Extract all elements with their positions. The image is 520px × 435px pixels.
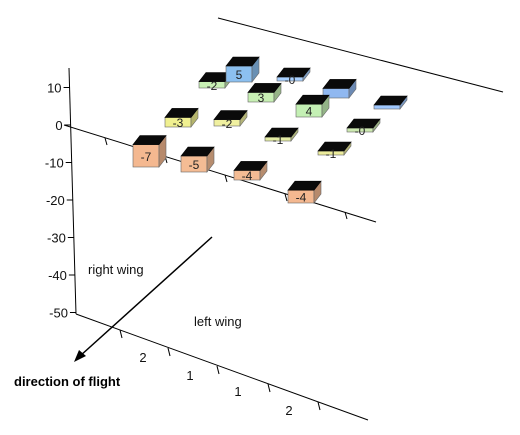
zero-line-tick bbox=[344, 211, 348, 220]
bar: -0 bbox=[346, 118, 381, 138]
z-axis-line bbox=[68, 67, 77, 315]
annotation-right-wing: right wing bbox=[88, 262, 144, 277]
bar-value-label: 4 bbox=[306, 105, 313, 119]
bar-top-face bbox=[346, 118, 381, 129]
back-wall-top-line bbox=[217, 17, 504, 93]
direction-arrow-head bbox=[74, 350, 86, 362]
bar bbox=[373, 95, 408, 110]
bar: -0 bbox=[276, 67, 311, 87]
bar-top-face bbox=[287, 180, 322, 191]
bar: 5 bbox=[225, 56, 260, 83]
bar-top-face bbox=[164, 108, 199, 118]
floor-tick bbox=[216, 365, 220, 375]
z-tick-label: -10 bbox=[45, 156, 64, 171]
floor-tick bbox=[119, 329, 123, 339]
bar-top-face bbox=[213, 110, 248, 120]
bar-value-label: -3 bbox=[173, 116, 184, 130]
bar-top-face bbox=[276, 67, 311, 78]
bar: -1 bbox=[317, 141, 352, 161]
bar-value-label: -4 bbox=[296, 191, 307, 205]
floor-tick bbox=[317, 401, 321, 411]
bar-top-face bbox=[373, 95, 408, 106]
bar-value-label: -1 bbox=[326, 147, 337, 161]
bar: -2 bbox=[213, 109, 248, 131]
floor-tick bbox=[167, 347, 171, 357]
bar-top-face bbox=[247, 83, 282, 93]
bar-value-label: -0 bbox=[355, 124, 366, 138]
bar-top-face bbox=[132, 135, 167, 145]
bar-top-face bbox=[322, 79, 357, 89]
bar: -4 bbox=[233, 160, 268, 183]
bar-value-label: -1 bbox=[273, 133, 284, 147]
floor-tick-label: 1 bbox=[234, 384, 241, 399]
bar-value-label: -4 bbox=[242, 169, 253, 183]
annotation-direction-of-flight: direction of flight bbox=[14, 374, 121, 389]
bar-value-label: -2 bbox=[222, 117, 233, 131]
zero-line-tick bbox=[224, 174, 228, 183]
floor-tick-label: 1 bbox=[186, 368, 193, 383]
bar-top-face bbox=[233, 161, 268, 171]
direction-arrow-shaft bbox=[79, 236, 213, 357]
bar: -1 bbox=[264, 127, 299, 147]
z-tick-label: -30 bbox=[47, 231, 66, 246]
z-tick-label: -40 bbox=[48, 268, 67, 283]
z-tick-label: -20 bbox=[46, 193, 65, 208]
bar: 4 bbox=[295, 94, 330, 119]
zero-line-tick bbox=[104, 137, 108, 146]
bar: -7 bbox=[132, 134, 167, 168]
bar-top-face bbox=[317, 141, 352, 152]
bar-value-label: 5 bbox=[236, 68, 243, 82]
bar: -5 bbox=[180, 146, 215, 173]
floor-tick bbox=[267, 383, 271, 393]
floor-tick-label: 2 bbox=[285, 403, 292, 418]
bar: 3 bbox=[247, 82, 282, 105]
bar: -4 bbox=[287, 180, 322, 205]
bar: -3 bbox=[164, 107, 199, 130]
zero-line-tick bbox=[284, 193, 288, 202]
bar-top-face bbox=[225, 56, 260, 67]
z-tick-label: -50 bbox=[49, 306, 68, 321]
annotation-left-wing: left wing bbox=[194, 314, 242, 329]
z-tick-label: 10 bbox=[47, 81, 61, 96]
bar-value-label: -0 bbox=[285, 73, 296, 87]
floor-front-line bbox=[75, 313, 369, 421]
bar-value-label: -7 bbox=[141, 150, 152, 164]
bar-value-label: -5 bbox=[189, 158, 200, 172]
bar-top-face bbox=[295, 94, 330, 105]
floor-tick-label: 2 bbox=[139, 350, 146, 365]
bar bbox=[322, 78, 357, 99]
z-tick-label: 0 bbox=[55, 118, 62, 133]
bar-value-label: 3 bbox=[258, 91, 265, 105]
bar-top-face bbox=[264, 127, 299, 138]
zero-plane-front-line bbox=[63, 124, 377, 223]
bar-top-face bbox=[180, 146, 215, 157]
bar-value-label: -2 bbox=[207, 79, 218, 93]
bar-front-face bbox=[373, 104, 401, 110]
